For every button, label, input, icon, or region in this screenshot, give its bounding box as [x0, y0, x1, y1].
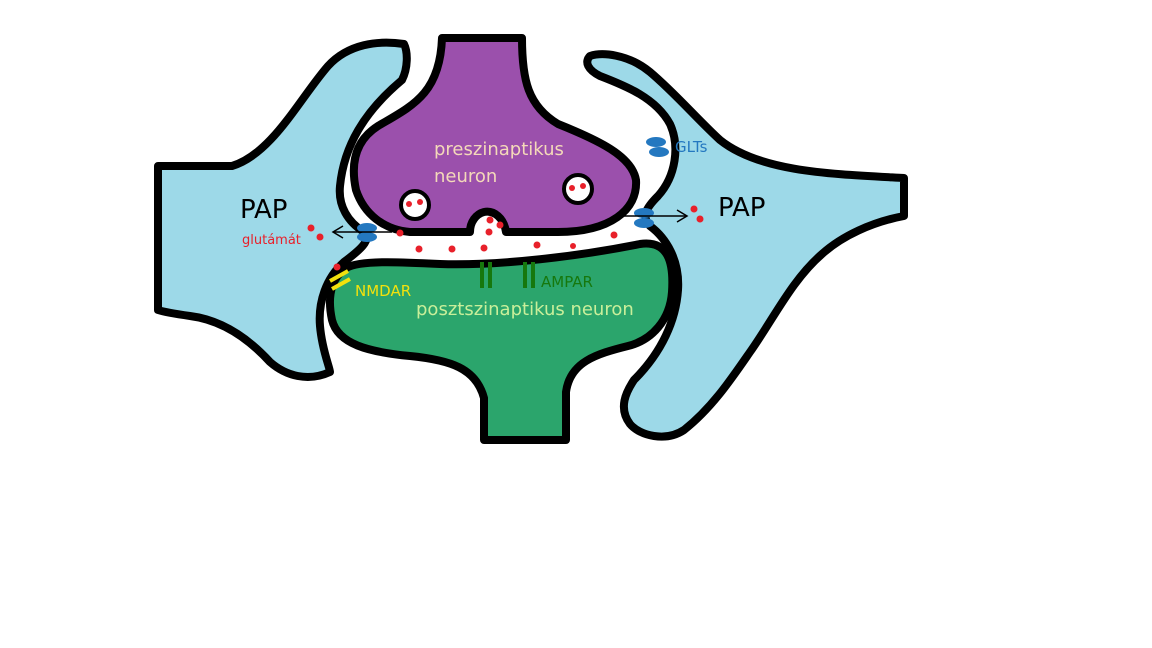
ampar-label: AMPAR	[541, 273, 593, 291]
glutamate-dot	[406, 201, 412, 207]
glutamate-dot	[480, 244, 488, 252]
presynaptic-label-line2: neuron	[434, 166, 497, 187]
nmda-receptor-icon	[329, 269, 351, 291]
ampa-receptor-icon	[523, 262, 535, 288]
vesicle-icon	[399, 189, 431, 221]
glutamate-dot	[307, 224, 315, 232]
glutamate-dot	[415, 245, 423, 253]
glutamate-dot	[533, 241, 541, 249]
glutamate-dot	[486, 216, 494, 224]
glutamate-dot	[570, 243, 576, 249]
glutamate-dot	[448, 245, 456, 253]
presynaptic-label-line1: preszinaptikus	[434, 139, 564, 160]
glutamate-dot	[580, 183, 586, 189]
glutamate-dot	[316, 233, 324, 241]
glt-transporter-icon	[357, 223, 377, 242]
glutamate-dot	[485, 228, 493, 236]
released-glutamate	[307, 205, 704, 271]
right-astrocyte-process	[583, 50, 908, 441]
vesicle-icon	[562, 173, 594, 205]
arrow-icon	[331, 225, 392, 239]
ampa-receptor-icon	[480, 262, 492, 288]
arrow-icon	[622, 209, 689, 223]
glutamate-dot	[696, 215, 704, 223]
postsynaptic-label: posztszinaptikus neuron	[416, 299, 634, 320]
glutamate-dot	[610, 231, 618, 239]
glt-transporter-icon	[646, 137, 669, 157]
glutamate-label: glutámát	[242, 233, 301, 248]
glts-label: GLTs	[675, 138, 708, 156]
pap-right-label: PAP	[718, 193, 765, 223]
glutamate-dot	[417, 199, 423, 205]
glutamate-dot	[569, 185, 575, 191]
glutamate-dot	[496, 221, 504, 229]
glutamate-dot	[396, 229, 404, 237]
nmdar-label: NMDAR	[355, 282, 411, 300]
glutamate-dot	[690, 205, 698, 213]
pap-left-label: PAP	[240, 195, 287, 225]
glutamate-dot	[333, 263, 341, 271]
